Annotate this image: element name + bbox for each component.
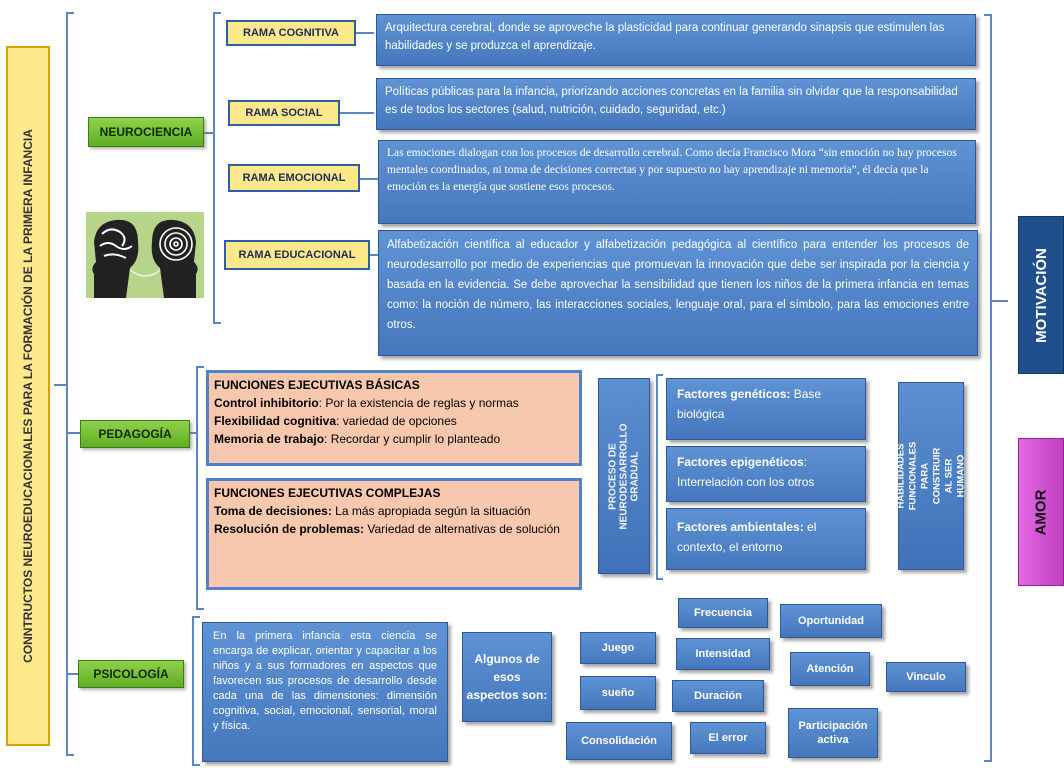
main-bracket: [66, 12, 68, 756]
aspecto-participacion: Participación activa: [788, 708, 878, 758]
branch-label-educacional: RAMA EDUCACIONAL: [224, 240, 370, 270]
funcion-item: Toma de decisiones: La más apropiada seg…: [214, 504, 531, 518]
aspecto-sueno: sueño: [580, 676, 656, 710]
aspecto-duracion: Duración: [672, 680, 764, 712]
psicologia-text: En la primera infancia esta ciencia se e…: [202, 622, 448, 762]
aspecto-error: El error: [690, 722, 766, 754]
factor-epigeneticos: Factores epigenéticos: Interrelación con…: [666, 446, 866, 502]
branch-label-emocional: RAMA EMOCIONAL: [228, 164, 360, 192]
funciones-basicas-box: FUNCIONES EJECUTIVAS BÁSICAS Control inh…: [206, 370, 582, 466]
branch-text-educacional: Alfabetización científica al educador y …: [378, 230, 978, 356]
psicologia-label: PSICOLOGÍA: [78, 660, 184, 688]
neurociencia-label: NEUROCIENCIA: [88, 117, 204, 147]
brain-image: [86, 212, 204, 298]
aspecto-frecuencia: Frecuencia: [678, 598, 768, 628]
funcion-item: Resolución de problemas: Variedad de alt…: [214, 522, 560, 536]
funciones-complejas-box: FUNCIONES EJECUTIVAS COMPLEJAS Toma de d…: [206, 478, 582, 590]
aspecto-juego: Juego: [580, 632, 656, 664]
aspectos-label: Algunos de esos aspectos son:: [462, 632, 552, 722]
main-title-box: CONNTRUCTOS NEUROEDUCACIONALES PARA LA F…: [6, 46, 50, 746]
motivacion-box: MOTIVACIÓN: [1018, 216, 1064, 374]
aspecto-vinculo: Vinculo: [886, 662, 966, 692]
aspecto-intensidad: Intensidad: [676, 638, 770, 670]
funcion-item: Flexibilidad cognitiva: variedad de opci…: [214, 414, 457, 428]
aspecto-consolidacion: Consolidación: [566, 722, 672, 760]
aspecto-atencion: Atención: [790, 652, 870, 686]
branch-label-social: RAMA SOCIAL: [228, 100, 340, 126]
amor-label: AMOR: [1032, 489, 1050, 535]
branch-label-cognitiva: RAMA COGNITIVA: [226, 20, 356, 46]
factor-geneticos: Factores genéticos: Base biológica: [666, 378, 866, 440]
main-title: CONNTRUCTOS NEUROEDUCACIONALES PARA LA F…: [21, 129, 35, 663]
branch-text-social: Políticas públicas para la infancia, pri…: [376, 78, 976, 130]
funciones-basicas-title: FUNCIONES EJECUTIVAS BÁSICAS: [214, 378, 420, 392]
proceso-box: PROCESO DE NEURODESARROLLO GRADUAL: [598, 378, 650, 574]
funciones-complejas-title: FUNCIONES EJECUTIVAS COMPLEJAS: [214, 486, 441, 500]
funcion-item: Memoria de trabajo: Recordar y cumplir l…: [214, 432, 501, 446]
habilidades-box: HABILIDADES FUNCIONALES PARA CONSTRUIR A…: [895, 382, 967, 570]
proceso-label: PROCESO DE NEURODESARROLLO GRADUAL: [607, 422, 641, 530]
funcion-item: Control inhibitorio: Por la existencia d…: [214, 396, 519, 410]
branch-text-emocional: Las emociones dialogan con los procesos …: [378, 140, 976, 224]
motivacion-label: MOTIVACIÓN: [1032, 247, 1050, 343]
habilidades-label: HABILIDADES FUNCIONALES PARA CONSTRUIR A…: [895, 441, 967, 511]
factor-ambientales: Factores ambientales: el contexto, el en…: [666, 508, 866, 570]
pedagogia-label: PEDAGOGÍA: [80, 420, 190, 448]
branch-text-cognitiva: Arquitectura cerebral, donde se aprovech…: [376, 14, 976, 66]
aspecto-oportunidad: Oportunidad: [780, 604, 882, 638]
amor-box: AMOR: [1018, 438, 1064, 586]
